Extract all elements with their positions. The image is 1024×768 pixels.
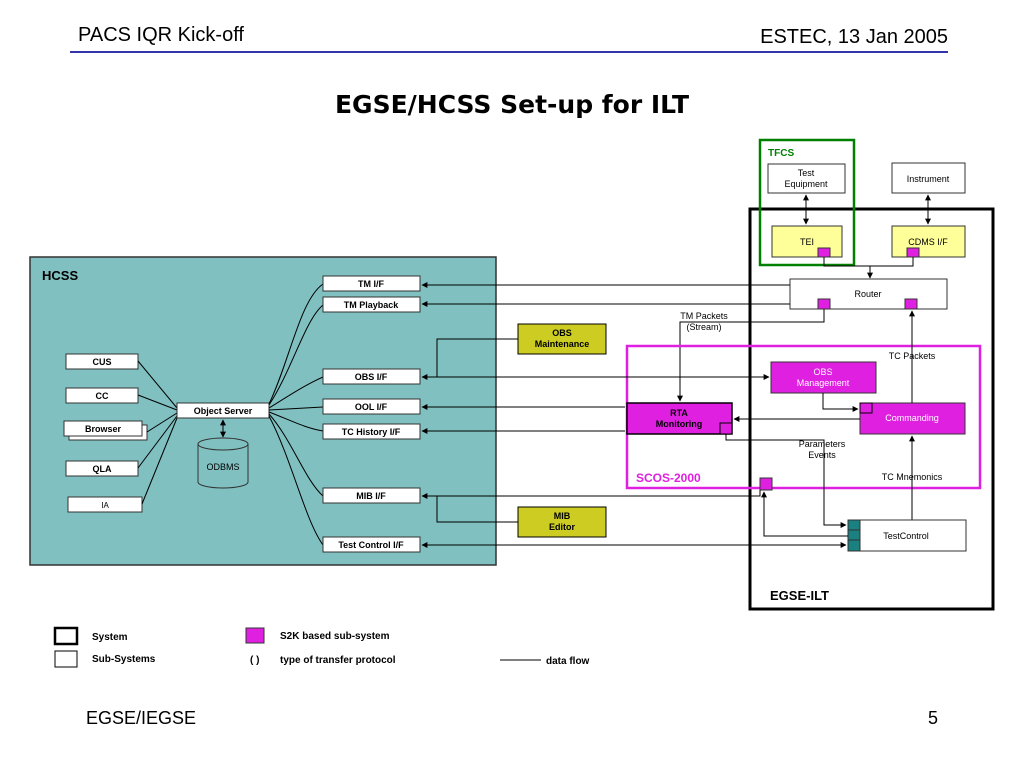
legend-protocol-label: type of transfer protocol [280, 655, 396, 666]
tm-if-label: TM I/F [358, 279, 384, 289]
rta-monitoring-box: RTA Monitoring [626, 402, 733, 435]
interface-obs: OBS I/F [322, 368, 421, 385]
slide-title: EGSE/HCSS Set-up for ILT [334, 90, 690, 119]
obs-management-line2: Management [797, 378, 850, 388]
page-number: 5 [927, 708, 938, 728]
egse-ilt-frame [748, 207, 995, 611]
events-label: Events [808, 450, 836, 460]
interface-ool: OOL I/F [322, 398, 421, 415]
test-control-box: TestControl [847, 519, 967, 552]
mib-editor-box: MIB Editor [517, 506, 607, 538]
tei-label: TEI [800, 237, 814, 247]
scos-2000-label: SCOS-2000 [636, 471, 701, 485]
interface-tm: TM I/F [322, 275, 421, 292]
browser-label: Browser [85, 424, 122, 434]
instrument-box: Instrument [891, 162, 966, 194]
legend-s2k-label: S2K based sub-system [280, 631, 390, 642]
test-control-label: TestControl [883, 531, 929, 541]
object-server-label: Object Server [194, 406, 253, 416]
header-left-title: PACS IQR Kick-off [78, 24, 244, 46]
test-equipment-line2: Equipment [784, 179, 828, 189]
mib-editor-line2: Editor [549, 522, 575, 532]
scos-port [759, 477, 773, 491]
interface-test-control: Test Control I/F [322, 536, 421, 553]
subsystem-browser: Browser [63, 420, 148, 441]
obs-management-line1: OBS [813, 367, 832, 377]
legend-system-label: System [92, 632, 128, 643]
commanding-label: Commanding [885, 413, 939, 423]
mib-if-label: MIB I/F [356, 491, 386, 501]
obs-maintenance-line2: Maintenance [535, 339, 590, 349]
rta-monitoring-line2: Monitoring [656, 419, 703, 429]
tm-packets-line1: TM Packets [680, 311, 728, 321]
legend-subsystems-label: Sub-Systems [92, 654, 156, 665]
legend: System Sub-Systems S2K based sub-system … [53, 626, 590, 668]
router-label: Router [854, 289, 881, 299]
header-right-date: ESTEC, 13 Jan 2005 [760, 26, 948, 48]
legend-data-flow-label: data flow [546, 656, 590, 667]
rta-monitoring-line1: RTA [670, 408, 688, 418]
tei-box: TEI [771, 225, 843, 258]
legend-system-swatch [53, 626, 79, 646]
obs-maintenance-box: OBS Maintenance [517, 323, 607, 355]
test-control-if-label: Test Control I/F [338, 540, 404, 550]
cc-label: CC [96, 391, 109, 401]
header-divider [70, 51, 948, 53]
interface-tc-history: TC History I/F [322, 423, 421, 440]
cus-label: CUS [92, 357, 111, 367]
cdms-if-label: CDMS I/F [908, 237, 948, 247]
tm-packets-line2: (Stream) [686, 322, 721, 332]
tm-playback-label: TM Playback [344, 300, 400, 310]
egse-ilt-label: EGSE-ILT [770, 588, 829, 603]
odbms-database: ODBMS [197, 437, 249, 489]
hcss-label: HCSS [42, 268, 78, 283]
ool-if-label: OOL I/F [355, 402, 388, 412]
subsystem-cc: CC [65, 387, 139, 404]
obs-maintenance-line1: OBS [552, 328, 572, 338]
tfcs-label: TFCS [768, 148, 794, 159]
cdms-if-box: CDMS I/F [891, 225, 966, 258]
subsystem-qla: QLA [65, 460, 139, 477]
commanding-box: Commanding [859, 402, 966, 435]
odbms-label: ODBMS [206, 462, 239, 472]
interface-mib: MIB I/F [322, 487, 421, 504]
legend-paren: ( ) [250, 655, 259, 666]
interface-tm-playback: TM Playback [322, 296, 421, 313]
test-equipment-box: Test Equipment [767, 163, 846, 194]
subsystem-ia: IA [67, 496, 143, 513]
tfcs-frame [758, 138, 856, 267]
legend-s2k-swatch [245, 627, 265, 644]
parameters-label: Parameters [799, 439, 846, 449]
legend-subsystem-swatch [54, 650, 78, 668]
subsystem-cus: CUS [65, 353, 139, 370]
tc-history-label: TC History I/F [342, 427, 401, 437]
mib-editor-line1: MIB [554, 511, 571, 521]
footer-left: EGSE/IEGSE [86, 708, 197, 728]
object-server: Object Server [176, 402, 270, 419]
qla-label: QLA [93, 464, 112, 474]
obs-management-box: OBS Management [770, 361, 877, 394]
ia-label: IA [101, 501, 109, 510]
obs-if-label: OBS I/F [355, 372, 388, 382]
test-equipment-line1: Test [798, 168, 815, 178]
instrument-label: Instrument [907, 174, 950, 184]
router-box: Router [789, 278, 948, 310]
